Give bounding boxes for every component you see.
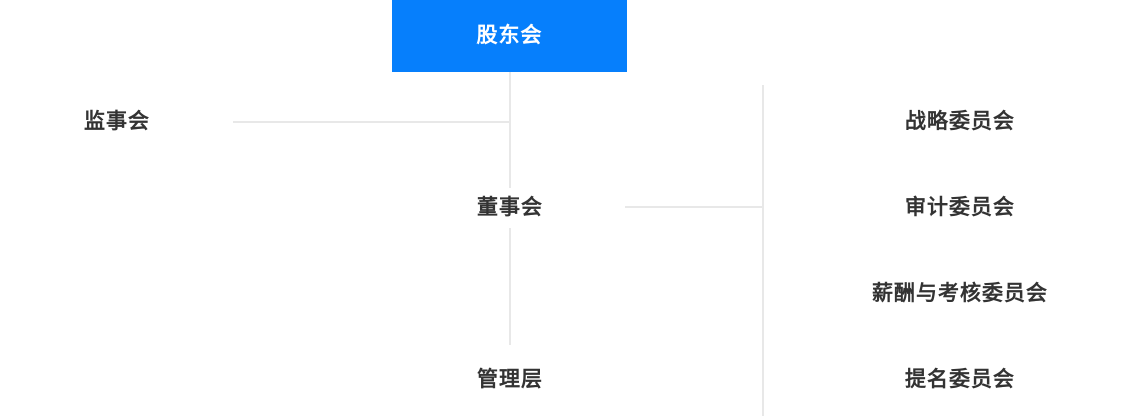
node-strategy-committee[interactable]: 战略委员会: [905, 110, 1015, 133]
node-nomination-committee[interactable]: 提名委员会: [905, 368, 1015, 391]
node-shareholders-meeting[interactable]: 股东会: [392, 0, 627, 72]
node-compensation-and-appraisal-committee[interactable]: 薪酬与考核委员会: [872, 282, 1048, 305]
connector-board-to-committees: [625, 206, 764, 208]
connector-trunk-to-supervisors: [233, 121, 511, 123]
node-management[interactable]: 管理层: [477, 368, 543, 391]
node-board-of-supervisors[interactable]: 监事会: [84, 110, 150, 133]
node-audit-committee[interactable]: 审计委员会: [905, 196, 1015, 219]
connector-committee-spine: [762, 85, 764, 416]
node-board-of-directors[interactable]: 董事会: [477, 196, 543, 219]
connector-shareholders-to-board: [509, 72, 511, 188]
connector-board-to-management: [509, 228, 511, 345]
